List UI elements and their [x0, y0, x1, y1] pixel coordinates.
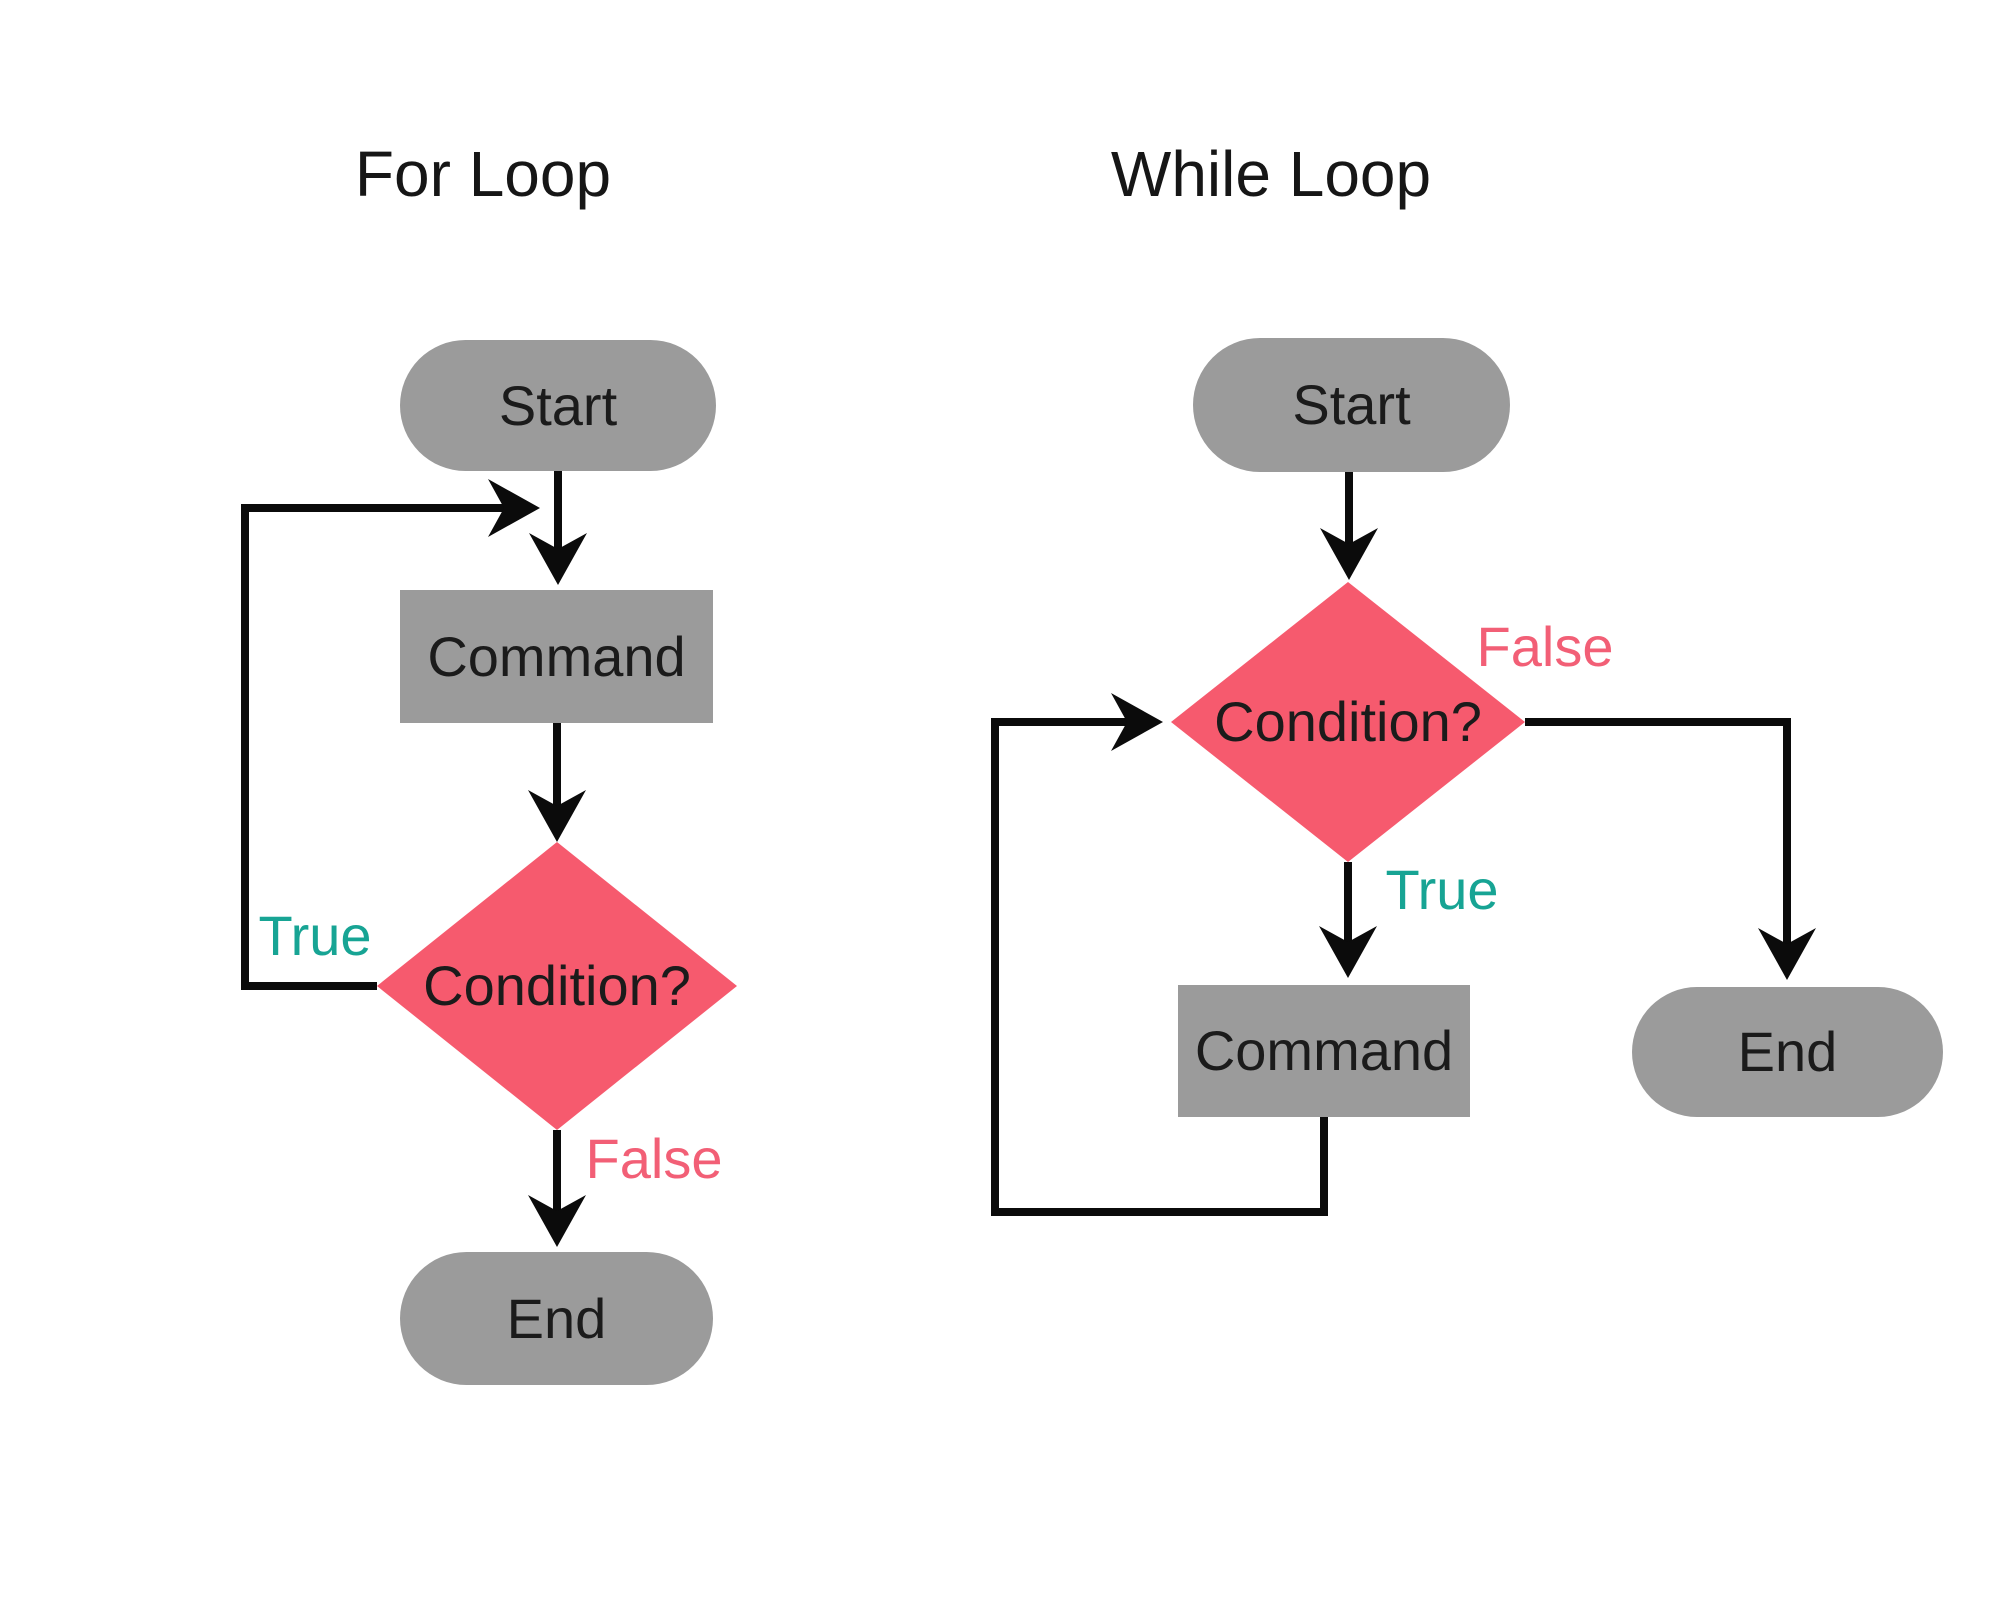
for-loop-command-node: Command	[400, 590, 713, 723]
while-loop-end-node: End	[1632, 987, 1943, 1117]
for-loop-start-label: Start	[498, 373, 618, 437]
while-loop-condition-to-command-arrowhead-icon	[1319, 926, 1377, 978]
for-loop-command-to-condition-arrowhead-icon	[528, 790, 586, 842]
while-loop-false-branch-line	[1525, 718, 1791, 944]
while-loop-start-to-condition-arrowhead-icon	[1320, 528, 1378, 580]
while-loop-false-branch-label: False	[1476, 615, 1614, 678]
while-loop-title: While Loop	[1110, 138, 1432, 210]
for-loop-end-node: End	[400, 1252, 713, 1385]
for-loop-command-label: Command	[427, 624, 686, 688]
for-loop-end-label: End	[506, 1286, 607, 1350]
while-loop-start-label: Start	[1292, 373, 1411, 436]
for-loop-condition-to-end-arrowhead-icon	[528, 1195, 586, 1247]
for-loop-title: For Loop	[354, 138, 612, 210]
while-loop-command-loopback-arrowhead-icon	[1111, 693, 1163, 751]
while-loop-start-node: Start	[1193, 338, 1510, 472]
for-loop-condition-label: Condition?	[423, 954, 691, 1017]
for-loop-true-loopback-line	[241, 504, 504, 990]
for-loop-true-branch-label: True	[258, 904, 372, 967]
for-loop-start-to-command-arrowhead-icon	[529, 533, 587, 585]
while-loop-true-branch-label: True	[1385, 858, 1499, 921]
while-loop-command-node: Command	[1178, 985, 1470, 1117]
while-loop-command-loopback-line	[991, 718, 1328, 1216]
while-loop-condition-label: Condition?	[1214, 690, 1482, 753]
for-loop-start-node: Start	[400, 340, 716, 471]
while-loop-false-branch-arrowhead-icon	[1758, 928, 1816, 980]
for-loop-false-branch-label: False	[585, 1127, 723, 1190]
for-loop-true-loopback-arrowhead-icon	[488, 479, 540, 537]
while-loop-command-label: Command	[1194, 1019, 1454, 1082]
while-loop-end-label: End	[1737, 1020, 1838, 1083]
